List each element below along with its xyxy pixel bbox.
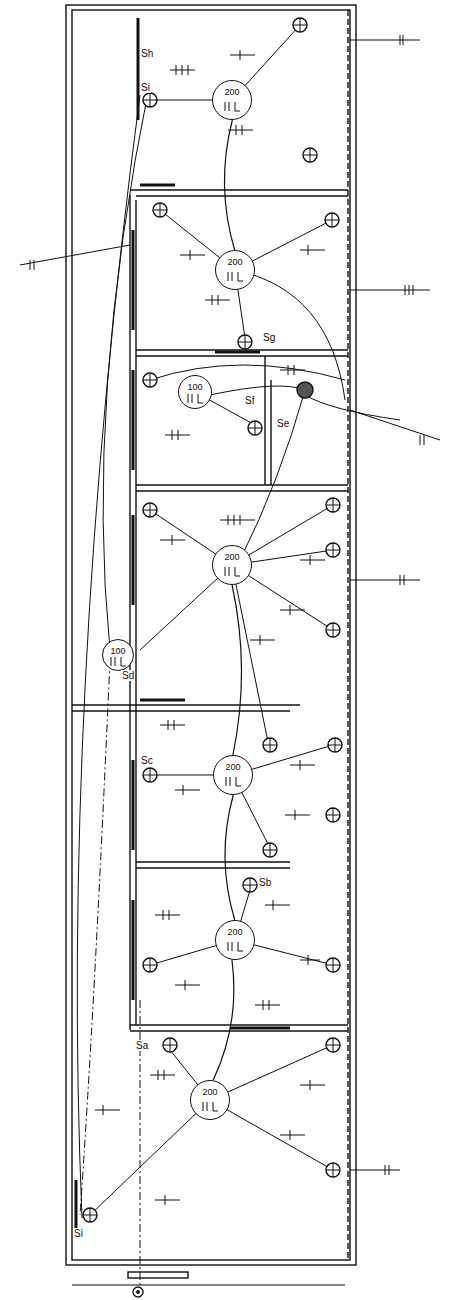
wire-run bbox=[232, 585, 241, 755]
lamp-symbol bbox=[215, 920, 255, 960]
wattage-label: 100 bbox=[110, 647, 125, 656]
switch-label: Sb bbox=[258, 877, 272, 888]
luminaire-circle: 200 bbox=[212, 545, 252, 585]
wattage-label: 200 bbox=[224, 88, 239, 97]
switch-label: Sf bbox=[244, 395, 255, 406]
wattage-label: 200 bbox=[225, 763, 240, 772]
luminaire-circle: 200 bbox=[215, 920, 255, 960]
luminaire-circle: 100 bbox=[178, 375, 212, 409]
luminaire-circle: 200 bbox=[190, 1080, 230, 1120]
wattage-label: 200 bbox=[227, 928, 242, 937]
switch-label: Si bbox=[140, 82, 151, 93]
wattage-label: 100 bbox=[187, 383, 202, 392]
lamp-symbol bbox=[190, 1080, 230, 1120]
wattage-label: 200 bbox=[202, 1088, 217, 1097]
lamp-symbol bbox=[215, 250, 255, 290]
lamp-symbol bbox=[212, 545, 252, 585]
wire-run bbox=[224, 120, 234, 250]
switch-label: Sh bbox=[140, 48, 154, 59]
luminaire-circle: 200 bbox=[215, 250, 255, 290]
luminaire-circle: 200 bbox=[212, 80, 252, 120]
lamp-symbol bbox=[212, 80, 252, 120]
wire-run bbox=[225, 795, 235, 920]
switch-label: Sd bbox=[121, 670, 135, 681]
wattage-label: 200 bbox=[227, 258, 242, 267]
switch-label: Sc bbox=[140, 755, 154, 766]
switch-label: Si bbox=[73, 1228, 84, 1239]
wattage-label: 200 bbox=[224, 553, 239, 562]
switch-label: Sg bbox=[262, 332, 276, 343]
switch-label: Sa bbox=[135, 1040, 149, 1051]
luminaire-circle: 200 bbox=[213, 755, 253, 795]
switch-label: Se bbox=[276, 418, 290, 429]
luminaire-circle: 100 bbox=[102, 639, 134, 671]
wire-run bbox=[213, 960, 234, 1080]
lamp-symbol bbox=[213, 755, 253, 795]
